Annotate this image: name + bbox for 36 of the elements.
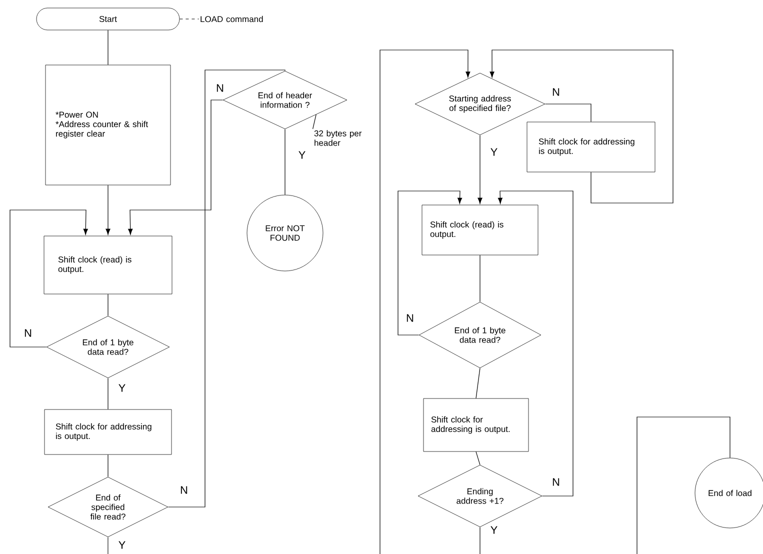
connector-arrow	[380, 50, 470, 554]
connector-arrow	[398, 190, 462, 336]
edge-label: Y	[490, 148, 498, 156]
annotation-text: 32 bytes per header	[314, 130, 362, 146]
connector-arrow	[106, 184, 110, 235]
connector-arrow	[490, 50, 674, 204]
process-box: Shift clock for addressing is output.	[44, 409, 172, 455]
process-box: Shift clock for addressing is output.	[423, 398, 529, 452]
process-box: *Power ON *Address counter & shift register clear	[45, 64, 171, 186]
connector-line	[179, 18, 200, 20]
connector-arrow	[10, 210, 88, 348]
connector-arrow	[478, 134, 482, 204]
process-box: Shift clock (read) is output.	[44, 236, 172, 294]
edge-label: Y	[118, 541, 126, 549]
edge-label: Y	[298, 151, 306, 159]
edge-label: N	[216, 84, 224, 92]
connector-line	[636, 416, 730, 554]
connector-line	[476, 368, 480, 399]
process-box: Shift clock (read) is output.	[422, 204, 538, 256]
process-box: Shift clock for addressing is output.	[526, 122, 656, 172]
connector-line	[544, 104, 592, 122]
connector-arrow	[498, 190, 574, 496]
edge-label: N	[552, 478, 560, 486]
annotation-text: LOAD command	[200, 16, 263, 22]
edge-label: N	[406, 314, 414, 322]
edge-label: N	[552, 88, 560, 96]
connector-line	[284, 128, 286, 196]
connector-line	[168, 70, 286, 508]
edge-label: N	[180, 486, 188, 494]
edge-label: N	[24, 329, 32, 337]
start-terminal: Start	[36, 8, 180, 30]
edge-label: Y	[118, 384, 126, 392]
connector-arrow	[128, 100, 224, 235]
connector-line	[476, 451, 480, 466]
edge-label: Y	[490, 526, 498, 534]
leader-line	[312, 114, 316, 130]
